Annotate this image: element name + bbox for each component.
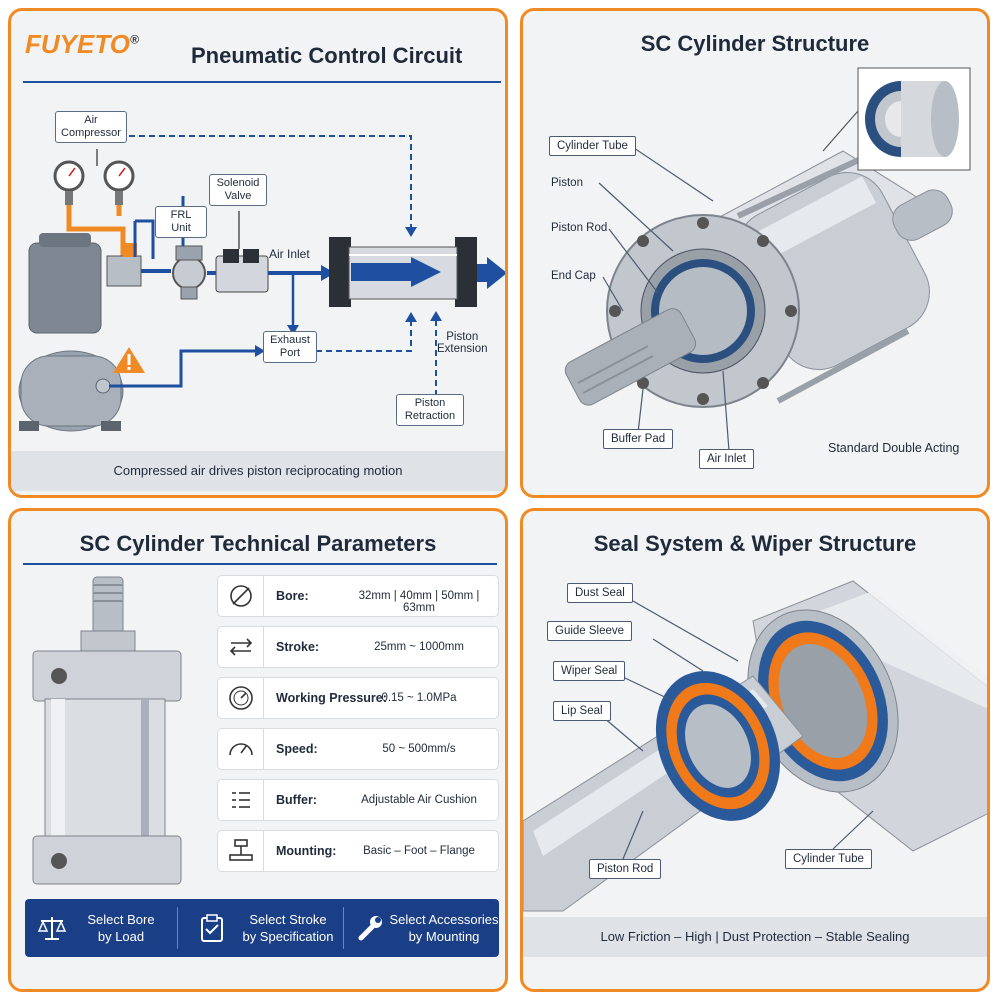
selection-bar: Select Bore by Load Select Stroke by Spe…: [25, 899, 499, 957]
exhaust-port-label: Exhaust Port: [263, 331, 317, 363]
buffer-pad-callout: Buffer Pad: [603, 429, 674, 449]
panel4-caption: Low Friction – High | Dust Protection – …: [523, 917, 987, 957]
frl-unit-label: FRL Unit: [155, 206, 207, 238]
seal-ring-front: [655, 671, 781, 821]
wrench-icon: [358, 916, 382, 941]
button-separator: [177, 907, 178, 949]
panel4-title: Seal System & Wiper Structure: [593, 531, 917, 556]
panel1-title: Pneumatic Control Circuit: [191, 43, 463, 68]
warning-icon: [113, 347, 145, 373]
lip-seal-callout: Lip Seal: [553, 701, 611, 721]
clipboard-check-icon: [201, 914, 223, 942]
circuit-diagram: [18, 135, 505, 432]
piston-retraction-label: Piston Retraction: [396, 394, 464, 426]
param-value: Basic – Foot – Flange: [363, 845, 475, 857]
title-divider: [23, 81, 501, 83]
panel1-caption: Compressed air drives piston reciprocati…: [11, 451, 505, 491]
panel-cylinder-structure: SC Cylinder Structure: [520, 8, 990, 498]
solenoid-valve-label: Solenoid Valve: [209, 174, 267, 206]
select-accessories-label: Select Accessories by Mounting: [389, 912, 499, 944]
param-key: Buffer:: [276, 793, 317, 807]
piston-extension-label: Piston Extension: [437, 331, 488, 355]
param-row: Stroke: 25mm ~ 1000mm: [217, 626, 499, 668]
standard-double-acting-note: Standard Double Acting: [828, 441, 960, 455]
cylinder-illustration: [564, 67, 971, 452]
cylinder-tube-callout: Cylinder Tube: [549, 136, 636, 156]
panel-technical-parameters: SC Cylinder Technical Parameters Bore: 32…: [8, 508, 508, 992]
pressure-gauges: [53, 160, 135, 205]
mounting-icon: [229, 831, 264, 871]
cylinder-tube-callout: Cylinder Tube: [785, 849, 872, 869]
param-row: Working Pressure:0.15 ~ 1.0MPa: [217, 677, 499, 719]
param-key: Speed:: [276, 742, 318, 756]
param-row: Bore: 32mm | 40mm | 50mm | 63mm: [217, 575, 499, 617]
air-compressor-label: Air Compressor: [55, 111, 127, 143]
speedometer-icon: [229, 729, 264, 769]
panel-seal-system: Seal System & Wiper Structure: [520, 508, 990, 992]
param-key: Stroke:: [276, 640, 320, 654]
piston-rod-callout: Piston Rod: [589, 859, 662, 879]
brand-name: FUYETO: [25, 29, 130, 59]
seal-illustration: [523, 580, 987, 912]
param-value: 32mm | 40mm | 50mm | 63mm: [358, 590, 480, 614]
select-stroke-label: Select Stroke by Specification: [242, 912, 334, 944]
param-value: 50 ~ 500mm/s: [382, 743, 456, 755]
title-divider: [23, 563, 497, 565]
buffer-list-icon: [232, 780, 264, 820]
panel2-title: SC Cylinder Structure: [640, 31, 870, 56]
param-key: Mounting:: [276, 844, 337, 858]
select-bore-button[interactable]: Select Bore by Load: [25, 899, 173, 957]
stroke-arrows-icon: [229, 627, 264, 667]
select-bore-label: Select Bore by Load: [87, 912, 155, 944]
bore-diameter-icon: [230, 576, 264, 616]
param-value: 25mm ~ 1000mm: [374, 641, 464, 653]
piston-callout: Piston: [551, 177, 583, 189]
param-key: Bore:: [276, 589, 309, 603]
end-cap-callout: End Cap: [551, 270, 596, 282]
piston-rod-thread: [564, 308, 697, 406]
panel-pneumatic-circuit: FUYETO® Pneumatic Control Circuit: [8, 8, 508, 498]
select-accessories-button[interactable]: Select Accessories by Mounting: [347, 899, 499, 957]
brand-reg: ®: [129, 32, 139, 47]
param-row: Speed: 50 ~ 500mm/s: [217, 728, 499, 770]
panel3-title: SC Cylinder Technical Parameters: [79, 531, 437, 556]
param-row: Mounting: Basic – Foot – Flange: [217, 830, 499, 872]
air-inlet-label: Air Inlet: [269, 247, 310, 261]
param-row: Buffer: Adjustable Air Cushion: [217, 779, 499, 821]
select-stroke-button[interactable]: Select Stroke by Specification: [183, 899, 334, 957]
guide-sleeve-callout: Guide Sleeve: [547, 621, 633, 641]
air-compressor-machine: [18, 233, 124, 432]
scale-icon: [37, 917, 67, 940]
cylinder-diagram: [329, 237, 505, 307]
bearing-inset: [865, 81, 959, 157]
dust-seal-callout: Dust Seal: [567, 583, 633, 603]
wiper-seal-callout: Wiper Seal: [553, 661, 626, 681]
param-value: Adjustable Air Cushion: [361, 794, 477, 806]
brand-logo: FUYETO®: [25, 29, 139, 60]
cylinder-photo: [32, 576, 182, 885]
param-value: 0.15 ~ 1.0MPa: [381, 692, 457, 704]
pressure-gauge-icon: [229, 678, 264, 718]
piston-rod-callout: Piston Rod: [551, 222, 608, 234]
param-key: Working Pressure:: [276, 691, 387, 705]
air-inlet-callout: Air Inlet: [699, 449, 754, 469]
button-separator: [343, 907, 344, 949]
